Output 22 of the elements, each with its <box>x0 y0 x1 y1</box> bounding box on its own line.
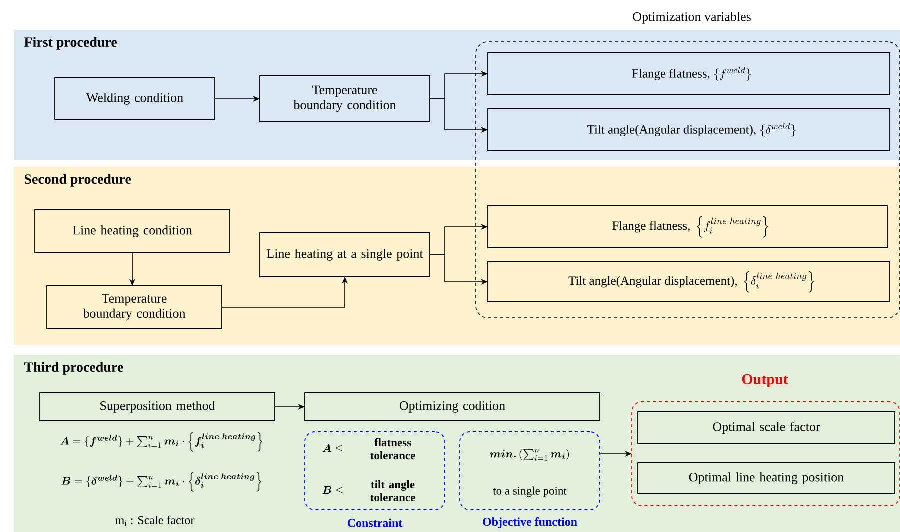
variable-box: $\text{Flange flatness, }\left\{f_i^{line\ heating}\right\}$ <box>488 206 888 248</box>
variable-box: $\text{Flange flatness, }\{f^{weld}\}$ <box>488 52 890 96</box>
process-box: Line heating at a single point <box>260 232 430 278</box>
process-box: Temperature boundary condition <box>46 286 222 330</box>
variable-box: $\text{Tilt angle(Angular displacement), }\left\{\delta_i^{line\ heating}\right\}$ <box>488 262 890 302</box>
process-box: Temperature boundary condition <box>260 76 430 122</box>
process-box: Welding condition <box>54 78 216 120</box>
note-text: m$_{i}$ : Scale factor <box>116 516 195 526</box>
node-label: Objective function <box>483 517 578 528</box>
process-box: Superposition method <box>40 392 276 422</box>
process-box: Optimizing codition <box>304 392 600 422</box>
process-box: Line heating condition <box>34 210 230 254</box>
constraint-group: $\boldsymbol{A}\leq$ flatness tolerance $\boldsymbol{B}\leq$ tilt angle tolerance Constraint <box>304 432 446 528</box>
objective-group: $\boldsymbol{min.}\left(\sum_{i=1}^{n}\boldsymbol{m_i}\right)$ to a single point Objective function <box>460 432 600 528</box>
formula: $\boldsymbol{A}=\{\boldsymbol{f^{weld}}\}+\sum_{i=1}^{n}\boldsymbol{m_i}\cdot\left\{\boldsymbol{f_i^{line\ heating}}\right\}$ <box>60 432 263 452</box>
variable-box: $\text{Tilt angle(Angular displacement), }\{\delta^{weld}\}$ <box>488 108 890 152</box>
node-label: Optimization variables <box>633 12 751 24</box>
node-label: Constraint <box>348 518 403 528</box>
node-label: Output <box>742 374 788 388</box>
process-box: Optimal line heating position <box>638 462 896 494</box>
process-box: Optimal scale factor <box>638 412 896 444</box>
formula: $\boldsymbol{B}=\{\boldsymbol{\delta^{weld}}\}+\sum_{i=1}^{n}\boldsymbol{m_i}\cdot\left\{\boldsymbol{\delta_i^{line\ heating}}\right\}$ <box>62 472 262 492</box>
